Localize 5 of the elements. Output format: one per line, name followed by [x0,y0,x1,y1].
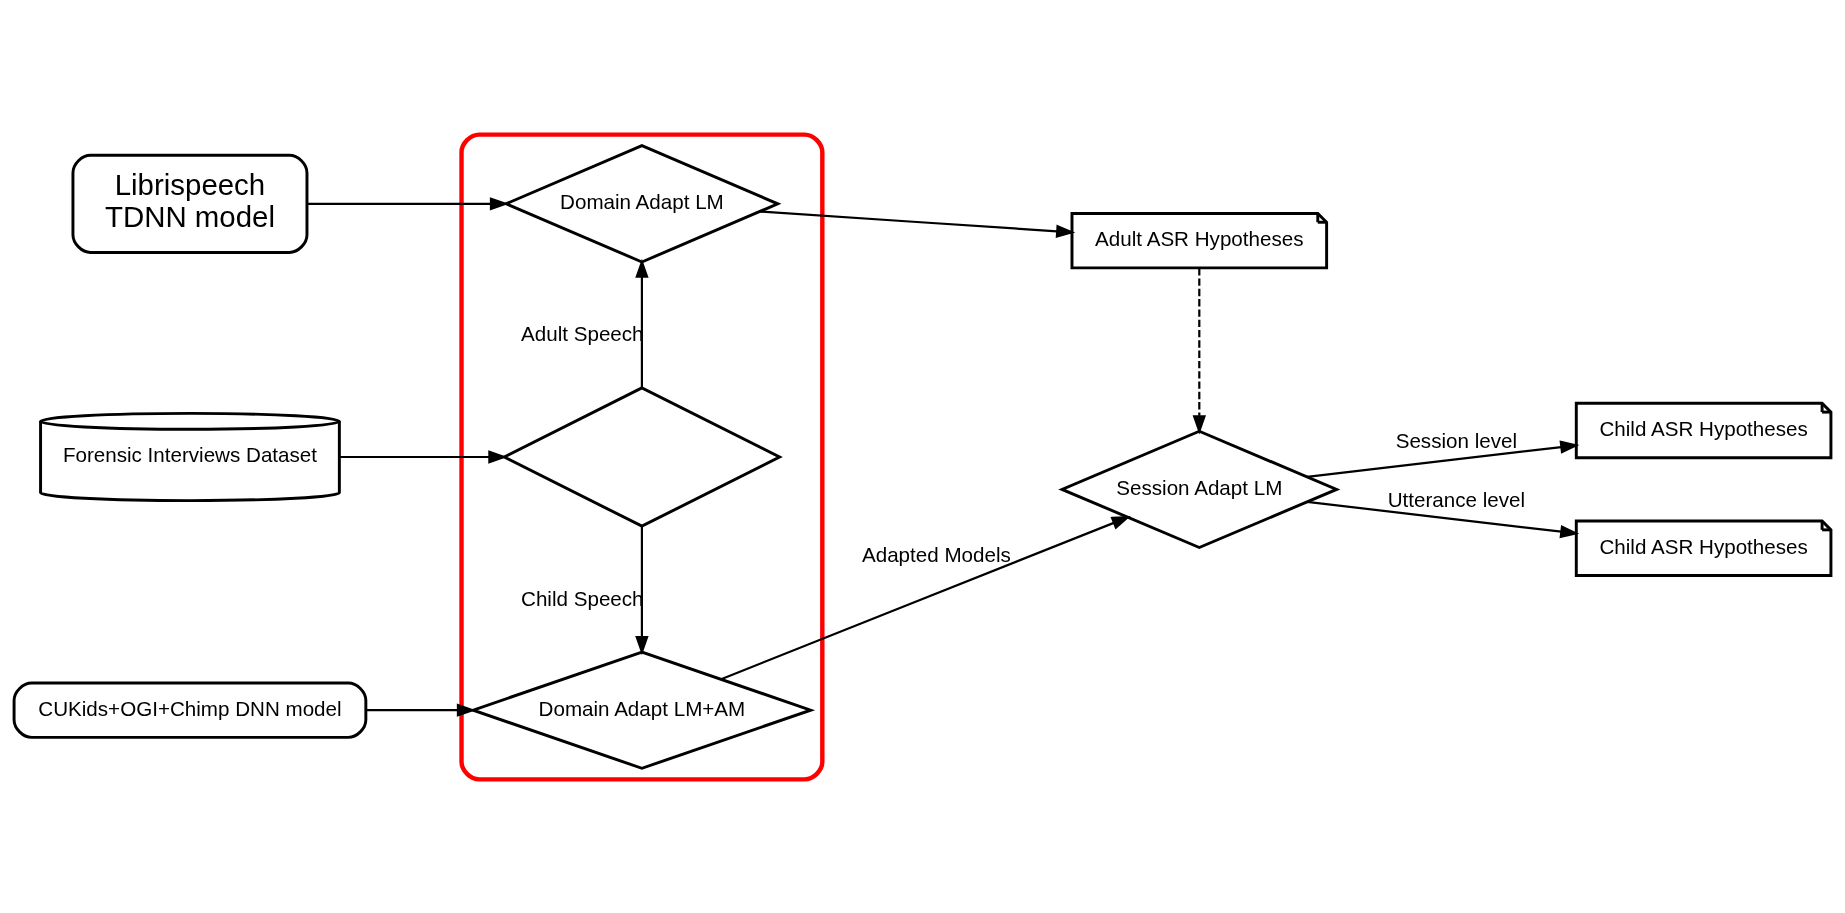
edge-label: Session level [1395,428,1518,452]
edge-label: Adapted Models [861,542,1011,566]
edge-label: Adult Speech [521,321,644,345]
edge-label: Utterance level [1387,487,1526,511]
edge-label: Child Speech [521,586,644,610]
